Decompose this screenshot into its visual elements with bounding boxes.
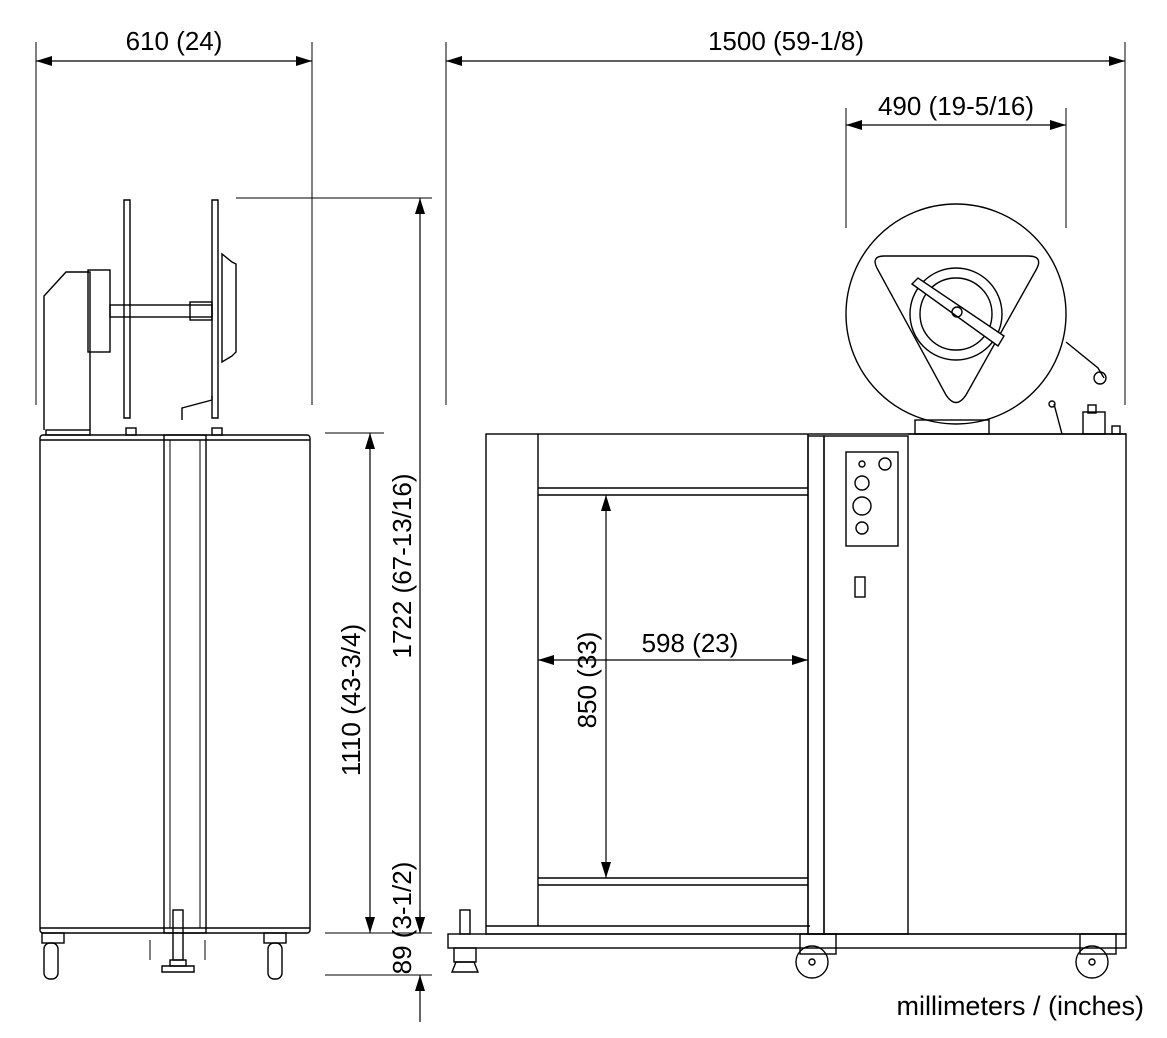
leveling-foot-side xyxy=(149,909,206,973)
dim-arch-height-label: 850 (33) xyxy=(572,632,602,729)
front-view xyxy=(445,42,1127,979)
dim-total-height-label: 1722 (67-13/16) xyxy=(387,473,417,658)
dim-caster-height-label: 89 (3-1/2) xyxy=(387,862,417,975)
side-view xyxy=(35,42,313,980)
dim-total-length-label: 1500 (59-1/8) xyxy=(708,26,864,56)
dim-side-width-label: 610 (24) xyxy=(126,26,223,56)
dim-arch-width-label: 598 (23) xyxy=(642,628,739,658)
strap-reel xyxy=(845,203,1107,435)
height-dimensions xyxy=(236,197,432,1022)
caster-right xyxy=(263,932,287,980)
dim-reel-diameter-label: 490 (19-5/16) xyxy=(878,91,1034,121)
caster-left xyxy=(41,932,65,980)
units-note: millimeters / (inches) xyxy=(896,991,1144,1021)
dim-table-height-label: 1110 (43-3/4) xyxy=(336,624,366,776)
